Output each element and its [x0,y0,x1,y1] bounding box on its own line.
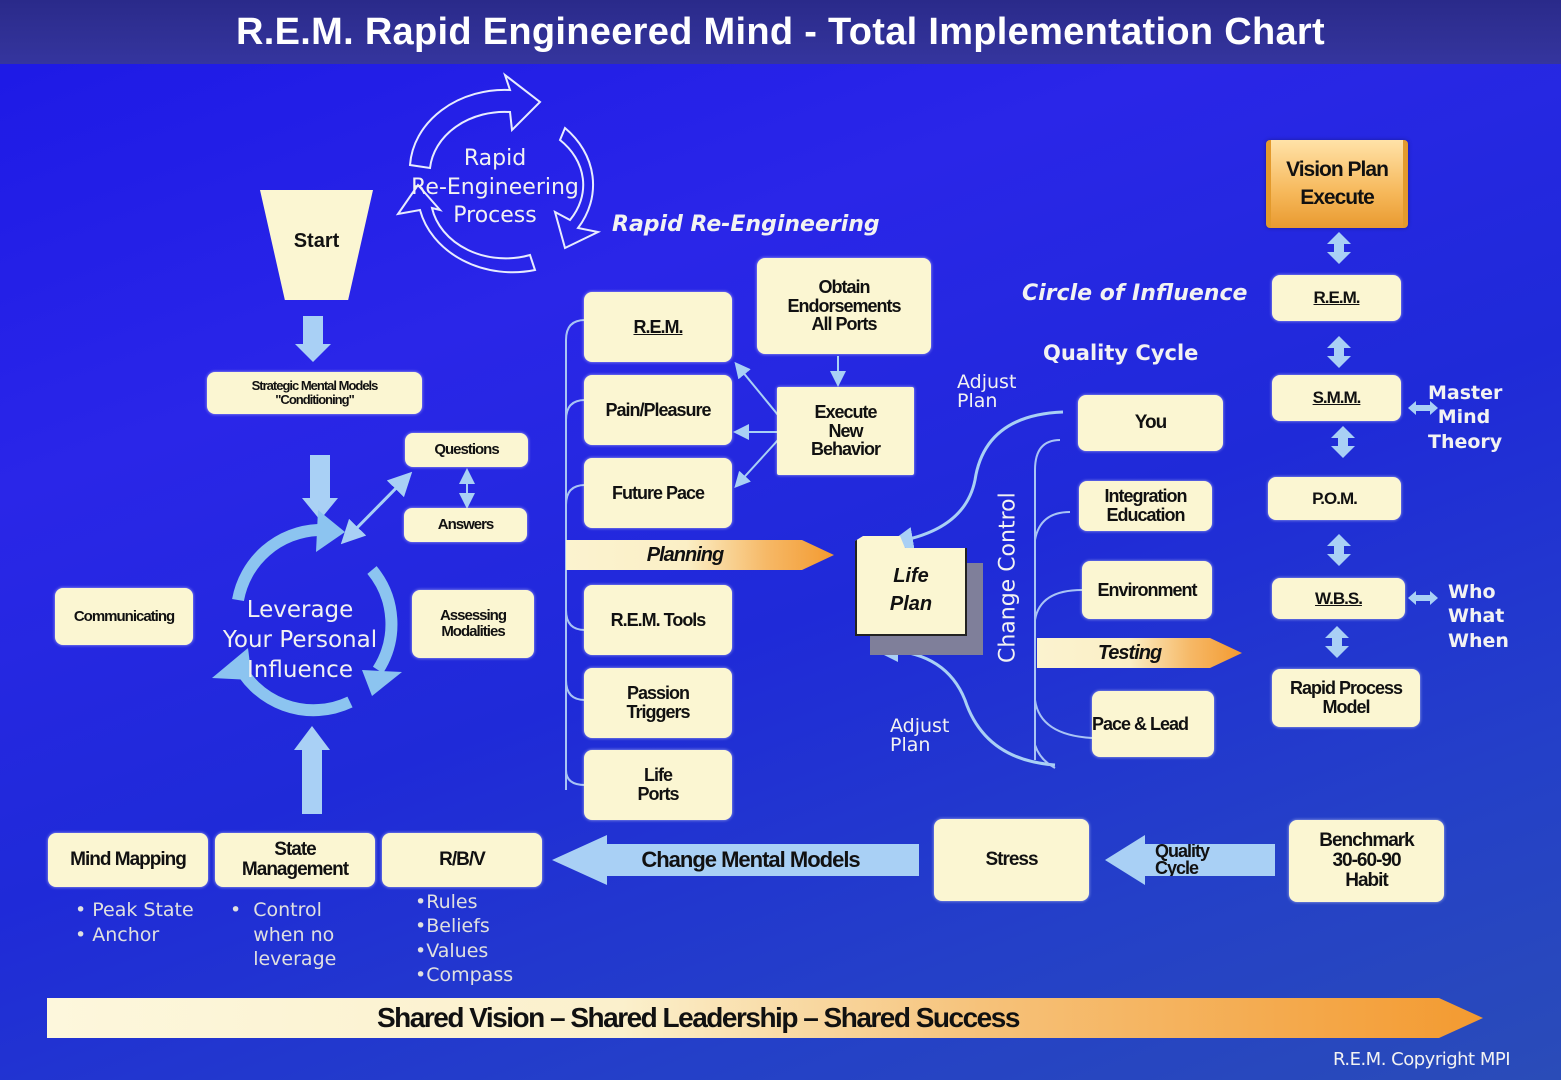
shared-vision-banner: Shared Vision – Shared Leadership – Shar… [47,998,1483,1038]
integration-education-box: Integration Education [1079,481,1212,531]
mind-mapping-box: Mind Mapping [48,833,208,887]
benchmark-box: Benchmark 30-60-90 Habit [1289,820,1444,902]
rbv-box: R/B/V [382,833,542,887]
rapid-reengineering-label: Rapid Re-Engineering [612,212,880,237]
strategic-mental-models-box: Strategic Mental Models "Conditioning" [207,372,422,414]
circle-of-influence-label: Circle of Influence [1022,281,1248,306]
rem-box-right: R.E.M. [1272,275,1401,321]
start-label: Start [293,229,340,252]
smm-box: S.M.M. [1272,375,1401,421]
life-plan-label: Life Plan [889,565,933,615]
start-funnel: Start [260,190,373,300]
down-arrow-icon [302,455,338,520]
rbv-bullets: •Rules •Beliefs •Values •Compass [415,890,513,987]
master-mind-theory-label: Master Mind Theory [1428,382,1503,453]
passion-triggers-box: Passion Triggers [584,668,732,738]
who-what-when-label: Who What When [1448,581,1509,652]
state-management-bullets: • Control when no leverage [230,898,363,972]
bullet-item: •Compass [415,963,514,986]
communicating-box: Communicating [55,588,193,645]
leverage-cycle-label: Leverage Your Personal Influence [222,597,378,683]
questions-box: Questions [405,433,528,467]
bullet-item: • Anchor [75,923,160,946]
bullet-item: • Peak State [75,899,194,921]
vision-plan-execute-scroll: Vision Plan Execute [1266,140,1408,228]
reengineering-cycle-label: Rapid Re-Engineering Process [411,146,579,229]
bullet-item: •Values [415,939,489,962]
pain-pleasure-box: Pain/Pleasure [584,375,732,445]
bullet-item: •Rules [415,891,478,913]
up-arrow-icon [294,726,330,814]
change-control-label: Change Control [995,492,1021,664]
you-box: You [1078,395,1223,451]
future-pace-box: Future Pace [584,458,732,528]
quality-cycle-label: Quality Cycle [1043,341,1199,365]
assessing-modalities-box: Assessing Modalities [412,590,534,658]
stress-box: Stress [934,819,1089,901]
rem-tools-box: R.E.M. Tools [584,585,732,655]
pace-lead-box: Pace & Lead [1092,691,1214,757]
quality-cycle-arrow: Quality Cycle [1105,835,1275,885]
bullet-item: •Beliefs [415,915,490,938]
down-arrow-icon [295,316,331,362]
mind-mapping-bullets: • Peak State • Anchor [75,898,194,947]
adjust-plan-bottom-label: Adjust Plan [890,715,950,756]
environment-box: Environment [1082,561,1212,619]
rapid-process-model-box: Rapid Process Model [1272,669,1420,727]
execute-new-behavior-box: Execute New Behavior [777,387,914,475]
state-management-box: State Management [215,833,375,887]
rem-box-middle: R.E.M. [584,292,732,362]
title-bar: R.E.M. Rapid Engineered Mind - Total Imp… [0,0,1561,64]
page-title: R.E.M. Rapid Engineered Mind - Total Imp… [236,10,1325,53]
bullet-item: Control when no leverage [253,899,337,971]
copyright-label: R.E.M. Copyright MPI [1333,1049,1511,1070]
life-plan-folder: Life Plan [855,536,967,636]
life-ports-box: Life Ports [584,750,732,820]
testing-banner: Testing [1037,638,1242,668]
wbs-box: W.B.S. [1272,578,1405,619]
planning-banner: Planning [566,540,834,570]
adjust-plan-top-label: Adjust Plan [957,371,1017,412]
pom-box: P.O.M. [1268,477,1401,520]
answers-box: Answers [404,508,527,542]
change-mental-models-arrow: Change Mental Models [552,835,919,885]
obtain-endorsements-box: Obtain Endorsements All Ports [757,258,931,354]
